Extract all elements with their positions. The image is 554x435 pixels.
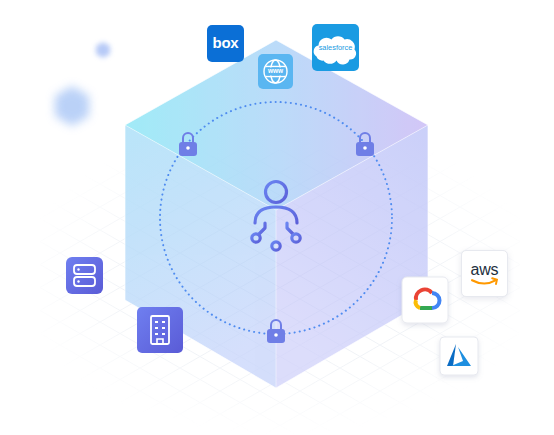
server-rack <box>74 277 95 286</box>
server-icon <box>66 257 103 294</box>
hub-endpoint <box>252 234 260 242</box>
hub-endpoint <box>292 234 300 242</box>
hub-endpoint <box>272 242 280 250</box>
cloud-arc-red <box>416 289 432 300</box>
globe-label-band <box>267 68 285 76</box>
globe-parallels <box>266 67 286 77</box>
cloud-base-green <box>420 306 432 310</box>
building-icon <box>137 307 183 353</box>
web-globe-tile: www <box>258 54 293 89</box>
logo-text: box <box>213 35 239 50</box>
cube <box>125 40 428 388</box>
globe-symbol <box>264 60 287 83</box>
cube-top-face <box>125 40 428 210</box>
user-head <box>266 182 287 203</box>
building-windows <box>155 322 165 334</box>
hub-branch <box>287 223 293 234</box>
building-tile <box>137 307 183 353</box>
logo-tile <box>440 337 478 375</box>
salesforce-cloud <box>314 36 356 64</box>
cloud-arc-blue <box>432 293 440 308</box>
dotted-ring <box>160 102 392 334</box>
lock-icon <box>356 133 374 156</box>
hub-branch <box>274 223 277 241</box>
hub-branch <box>259 223 265 234</box>
aws-smile <box>472 280 496 283</box>
aws-logo-tile: aws <box>461 250 508 297</box>
blurred-hexagon <box>96 42 110 58</box>
lock-icon <box>267 320 285 343</box>
logo-text: www <box>268 68 283 75</box>
server-led <box>77 280 79 282</box>
building-outline <box>151 316 169 344</box>
salesforce-logo-tile: salesforce <box>312 24 359 71</box>
lock-body <box>267 329 285 343</box>
lock-shackle <box>360 133 370 142</box>
globe-outline <box>264 60 287 83</box>
user-shoulders <box>255 207 297 223</box>
google-cloud-logo <box>402 277 448 323</box>
box-logo-tile: box <box>207 25 244 62</box>
blurred-hexagon <box>55 86 89 126</box>
azure-logo <box>440 337 478 375</box>
lock-body <box>356 142 374 156</box>
azure-left-stroke <box>447 344 456 366</box>
building-door <box>157 339 163 344</box>
lock-keyhole <box>186 146 190 150</box>
server-rack <box>74 265 95 274</box>
lock-body <box>179 142 197 156</box>
cube-outline <box>125 40 428 388</box>
user-hub-icon <box>252 182 300 251</box>
cloud-arc-yellow <box>416 300 420 308</box>
lock-keyhole <box>274 333 278 337</box>
logo-tile <box>402 277 448 323</box>
server-tile <box>66 257 103 294</box>
cube-edges <box>125 40 428 388</box>
lock-shackle <box>183 133 193 142</box>
logo-text: salesforce <box>319 44 353 51</box>
lock-shackle <box>271 320 281 329</box>
cube-inner-edges <box>125 125 428 388</box>
logo-text: aws <box>471 262 499 278</box>
azure-right-stroke <box>451 347 471 366</box>
lock-icon <box>179 133 197 156</box>
aws-smile-arrow <box>492 278 497 284</box>
server-led <box>77 268 79 270</box>
lock-keyhole <box>363 146 367 150</box>
